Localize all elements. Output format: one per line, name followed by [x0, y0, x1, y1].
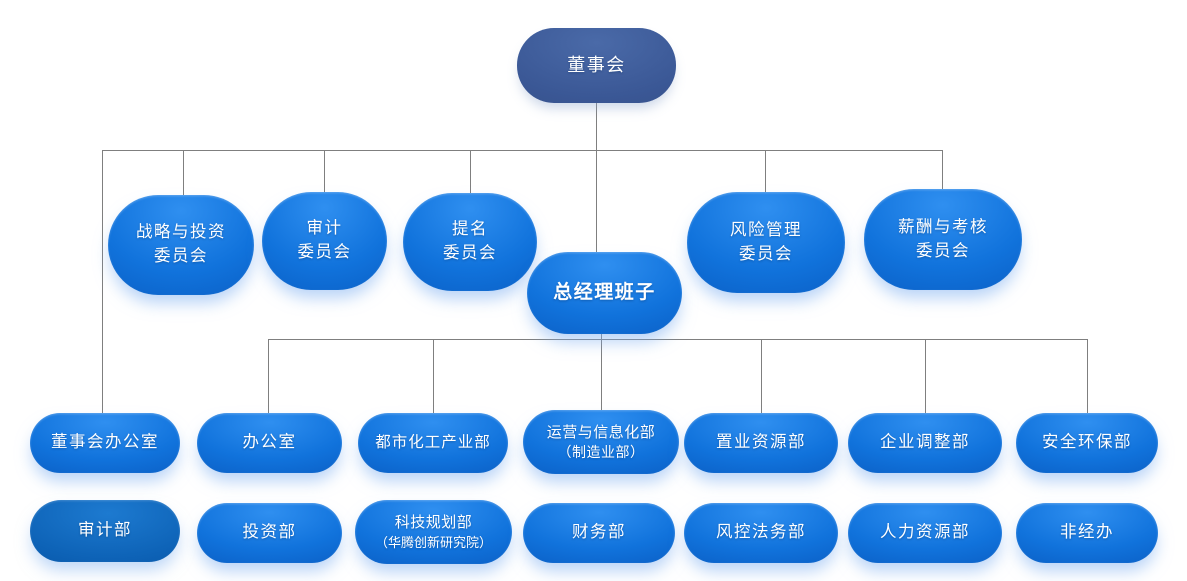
node-label: 委员会 [297, 243, 352, 261]
node-board-office: 董事会办公室 [30, 413, 180, 473]
connector-line [470, 150, 471, 194]
node-label: 财务部 [572, 523, 626, 542]
node-label: 人力资源部 [880, 523, 970, 542]
node-label: 风险管理 [730, 220, 802, 239]
node-tech-planning-dept: 科技规划部 （华腾创新研究院） [355, 500, 512, 564]
node-label: 战略与投资 [136, 223, 226, 242]
node-label: 办公室 [242, 433, 297, 452]
node-non-operating-office: 非经办 [1016, 503, 1158, 563]
node-risk-control-legal-dept: 风控法务部 [684, 503, 838, 563]
node-realty-resources-dept: 置业资源部 [684, 413, 838, 473]
connector-line [761, 339, 762, 414]
node-label: 安全环保部 [1042, 433, 1132, 452]
node-safety-environment-dept: 安全环保部 [1016, 413, 1158, 473]
node-human-resources-dept: 人力资源部 [848, 503, 1002, 563]
node-label: 董事会办公室 [51, 433, 159, 452]
node-audit-dept: 审计部 [30, 500, 180, 562]
connector-line [102, 150, 103, 414]
node-sublabel: （制造业部） [557, 444, 645, 461]
node-audit-committee: 审计 委员会 [262, 192, 387, 290]
connector-line [1087, 339, 1088, 414]
node-label: 董事会 [567, 55, 626, 76]
connector-line [765, 150, 766, 193]
connector-line [942, 150, 943, 190]
node-label: 总经理班子 [553, 282, 656, 304]
node-label: 委员会 [739, 244, 793, 263]
node-label: 风控法务部 [716, 523, 806, 542]
node-label: 委员会 [443, 244, 497, 262]
node-compensation-assessment-committee: 薪酬与考核 委员会 [864, 189, 1022, 290]
node-general-office: 办公室 [197, 413, 342, 473]
node-enterprise-adjustment-dept: 企业调整部 [848, 413, 1002, 473]
node-label: 企业调整部 [880, 433, 970, 452]
node-label: 审计 [306, 219, 343, 238]
connector-line [596, 102, 597, 150]
node-nomination-committee: 提名 委员会 [403, 193, 537, 291]
node-finance-dept: 财务部 [523, 503, 675, 563]
connector-line [601, 334, 602, 414]
connector-line [268, 339, 269, 414]
connector-line [102, 150, 943, 151]
connector-line [324, 150, 325, 193]
node-label: 运营与信息化部 [546, 423, 656, 441]
node-label: 委员会 [916, 241, 970, 260]
node-label: 提名 [452, 220, 488, 239]
node-urban-chemical-industry-dept: 都市化工产业部 [358, 413, 508, 473]
node-strategy-investment-committee: 战略与投资 委员会 [108, 195, 254, 295]
node-label: 科技规划部 [394, 514, 473, 532]
node-label: 薪酬与考核 [898, 217, 988, 236]
connector-line [925, 339, 926, 414]
node-board-of-directors: 董事会 [517, 28, 676, 103]
node-general-manager-team: 总经理班子 [527, 252, 682, 334]
node-label: 审计部 [78, 521, 132, 540]
connector-line [433, 339, 434, 414]
connector-line [596, 150, 597, 253]
node-operations-informatization-dept: 运营与信息化部 （制造业部） [523, 410, 679, 474]
node-label: 置业资源部 [716, 433, 806, 452]
node-label: 非经办 [1060, 523, 1114, 542]
connector-line [268, 339, 1087, 340]
node-risk-management-committee: 风险管理 委员会 [687, 192, 845, 293]
node-label: 委员会 [154, 247, 208, 265]
node-label: 投资部 [242, 523, 297, 542]
connector-line [183, 150, 184, 196]
node-sublabel: （华腾创新研究院） [374, 535, 492, 551]
node-label: 都市化工产业部 [375, 433, 491, 451]
node-investment-dept: 投资部 [197, 503, 342, 563]
